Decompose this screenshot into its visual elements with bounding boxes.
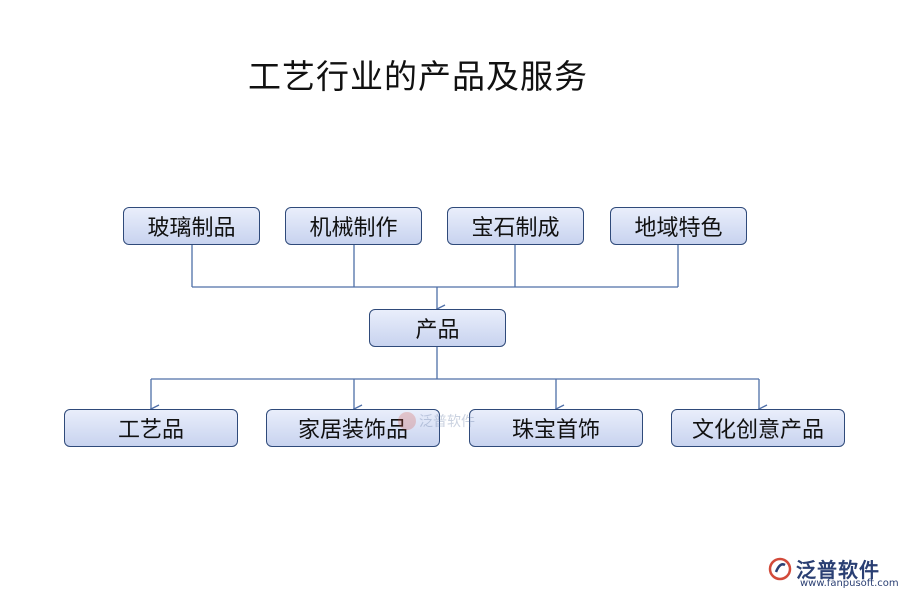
node-bottom-3: 珠宝首饰: [469, 409, 643, 447]
watermark-mark-icon: [398, 412, 416, 430]
node-bottom-4: 文化创意产品: [671, 409, 845, 447]
node-center: 产品: [369, 309, 506, 347]
diagram-title: 工艺行业的产品及服务: [248, 57, 588, 96]
logo-name: 泛普软件: [796, 558, 880, 582]
node-top-3: 宝石制成: [447, 207, 584, 245]
center-watermark: 泛普软件: [398, 411, 475, 431]
node-bottom-1: 工艺品: [64, 409, 238, 447]
brand-logo: 泛普软件: [768, 554, 880, 583]
node-top-1: 玻璃制品: [123, 207, 260, 245]
node-top-2: 机械制作: [285, 207, 422, 245]
logo-mark-icon: [768, 557, 792, 580]
logo-url: www.fanpusoft.com: [800, 578, 899, 589]
center-watermark-text: 泛普软件: [419, 414, 475, 430]
node-top-4: 地域特色: [610, 207, 747, 245]
